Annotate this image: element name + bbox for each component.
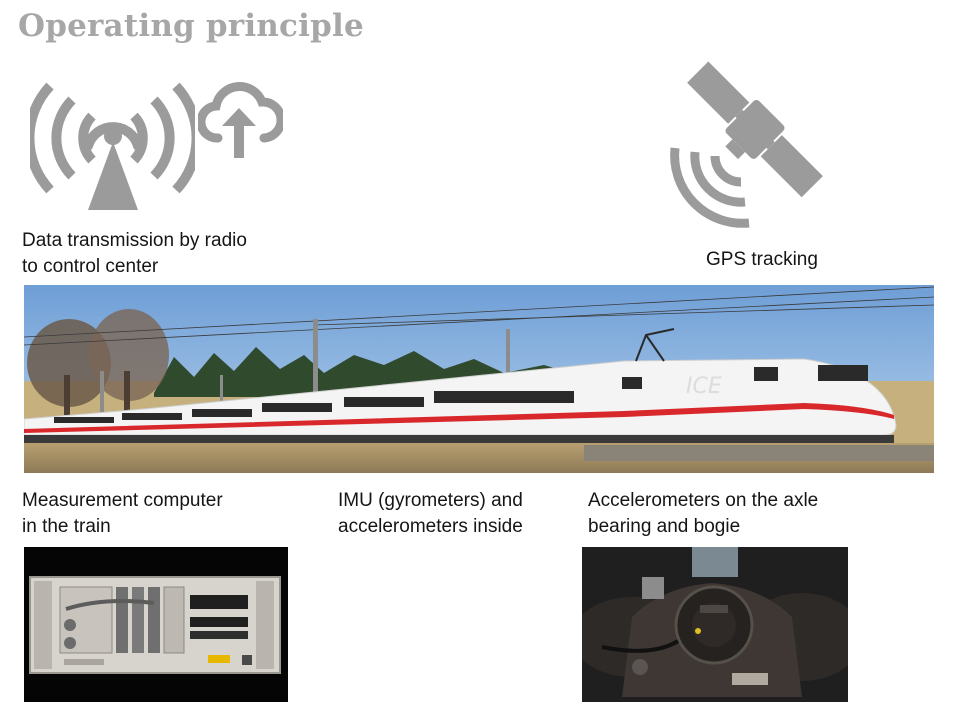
train-photo: ICE	[24, 285, 934, 473]
accelerometer-caption: Accelerometers on the axle bearing and b…	[588, 488, 818, 540]
cloud-upload-icon	[198, 82, 283, 158]
gps-caption: GPS tracking	[706, 249, 818, 270]
computer-caption-line2: in the train	[22, 516, 111, 537]
measurement-computer-photo	[24, 547, 288, 702]
radio-caption: Data transmission by radio to control ce…	[22, 228, 247, 280]
radio-tower-icon	[30, 82, 195, 210]
imu-caption-line2: accelerometers inside	[338, 516, 523, 537]
accelerometer-caption-line1: Accelerometers on the axle	[588, 490, 819, 511]
satellite-icon	[670, 61, 823, 228]
radio-caption-line1: Data transmission by radio	[22, 230, 247, 251]
accelerometer-photo	[582, 547, 848, 702]
imu-caption: IMU (gyrometers) and accelerometers insi…	[338, 488, 523, 540]
computer-caption-line1: Measurement computer	[22, 490, 223, 511]
train-livery-text: ICE	[686, 374, 722, 399]
imu-caption-line1: IMU (gyrometers) and	[338, 490, 523, 511]
radio-caption-line2: to control center	[22, 256, 159, 277]
accelerometer-caption-line2: bearing and bogie	[588, 516, 741, 537]
computer-caption: Measurement computer in the train	[22, 488, 223, 540]
page-title: Operating principle	[18, 8, 364, 44]
